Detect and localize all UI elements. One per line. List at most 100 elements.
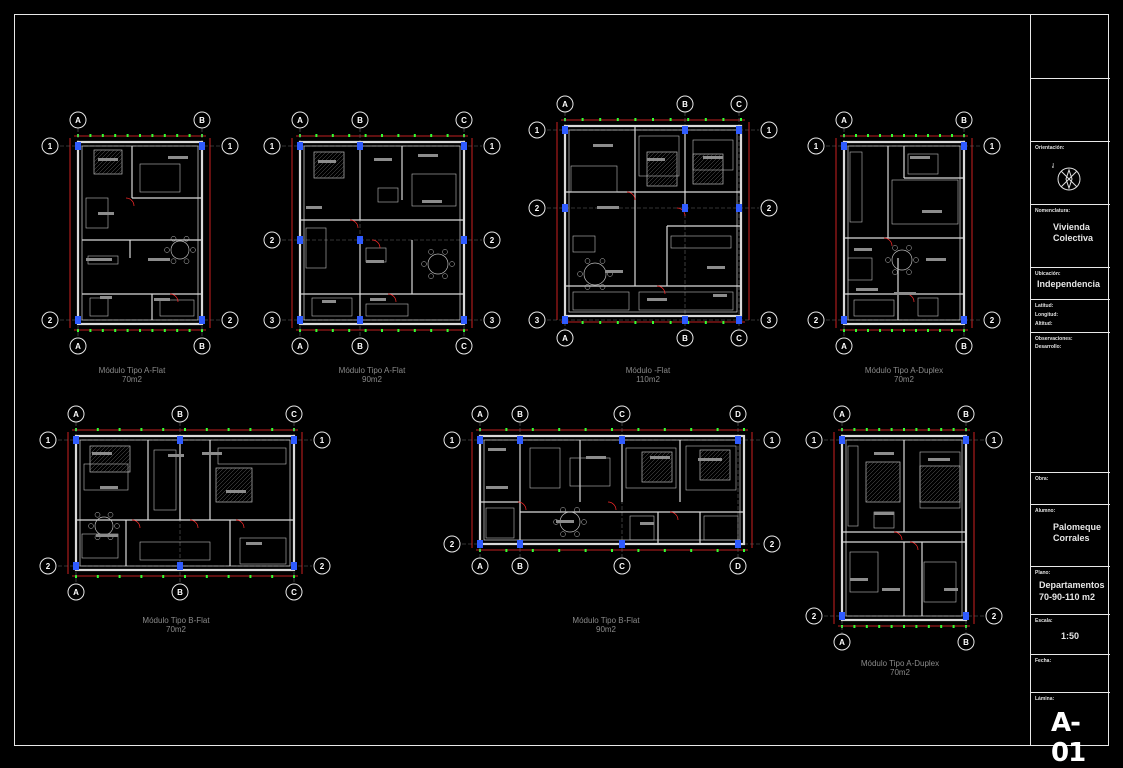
grid-bubble-label: 2 [535, 204, 540, 213]
furniture [703, 515, 739, 541]
dimension-tick [867, 329, 869, 332]
bed [865, 461, 901, 503]
grid-bubble: A [833, 405, 851, 423]
dimension-tick [162, 575, 165, 578]
plan-caption-title: Módulo Tipo A-Duplex [864, 366, 944, 375]
dimension-tick [704, 321, 707, 324]
door-swing [125, 197, 135, 207]
nomenclature-value-2: Colectiva [1053, 233, 1094, 243]
dimension-tick [89, 134, 92, 137]
grid-bubble-label: 1 [450, 436, 455, 445]
furniture [638, 291, 734, 311]
bed-hatch [699, 449, 709, 459]
dimension-tick [716, 549, 719, 552]
bed-hatch [215, 467, 233, 485]
grid-bubble-label: C [736, 334, 742, 343]
grid-bubble-label: A [73, 588, 79, 597]
structural-column [291, 436, 297, 444]
bed-hatch [646, 151, 668, 173]
furniture [311, 297, 353, 317]
dimension-tick [139, 329, 141, 332]
dimension-tick [96, 428, 99, 431]
grid-bubble: A [835, 111, 853, 129]
structural-column [562, 204, 568, 212]
room-label-mark [856, 288, 878, 291]
grid-bubble: 1 [985, 431, 1003, 449]
student-value-2: Corrales [1053, 533, 1090, 543]
bed-hatch [339, 173, 345, 179]
bed-hatch [865, 461, 871, 467]
room-label-mark [226, 490, 246, 493]
exterior-wall [840, 434, 968, 622]
furniture [692, 139, 734, 171]
bed-hatch [705, 455, 731, 481]
dimension-tick [879, 134, 881, 137]
dimension-tick [581, 118, 584, 121]
grid-bubble: C [285, 583, 303, 601]
grid-bubble-label: 1 [228, 142, 233, 151]
grid-bubble: D [729, 557, 747, 575]
door-swing [517, 501, 527, 511]
dimension-tick [381, 329, 383, 332]
dimension-tick [101, 134, 104, 137]
plan-caption-title: Módulo Tipo A-Flat [98, 366, 166, 375]
plan-caption-area: 90m2 [361, 375, 383, 384]
bed-hatch [313, 151, 319, 157]
plan-caption-area: 70m2 [165, 625, 187, 634]
bed [641, 451, 673, 483]
grid-bubble: 2 [807, 311, 825, 329]
dimension-tick [669, 321, 672, 324]
orientation-label: Orientación: [1035, 145, 1065, 151]
dimension-tick [531, 549, 534, 552]
grid-bubble-label: D [735, 410, 741, 419]
grid-bubble: 1 [805, 431, 823, 449]
furniture [629, 515, 655, 541]
dining-chair [599, 258, 606, 264]
room-label-mark [154, 298, 170, 301]
structural-column [619, 540, 625, 548]
grid-bubble: 1 [313, 431, 331, 449]
bed-hatch [646, 153, 678, 185]
dining-chair [913, 257, 919, 263]
plan-caption-title: Módulo -Flat [625, 366, 671, 375]
bed-hatch [919, 465, 925, 471]
dimension-tick [249, 428, 252, 431]
structural-column [619, 436, 625, 444]
room-label-mark [98, 212, 114, 215]
bed-hatch [651, 461, 673, 483]
grid-bubble-label: A [477, 562, 483, 571]
bed-hatch [641, 451, 663, 473]
grid-bubble: A [556, 95, 574, 113]
dimension-tick [299, 329, 301, 332]
dimension-tick [652, 321, 654, 324]
furniture [847, 445, 859, 527]
dimension-tick [915, 428, 918, 431]
dimension-tick [915, 625, 918, 628]
bed-hatch [109, 161, 123, 175]
bed [215, 467, 253, 503]
bed-hatch [331, 165, 345, 179]
grid-bubble-label: 1 [46, 436, 51, 445]
dining-chair [183, 258, 190, 265]
grid-bubble: A [471, 557, 489, 575]
room-label-mark [882, 588, 900, 591]
bed-hatch [655, 465, 673, 483]
plan-caption-title: Módulo Tipo B-Flat [572, 616, 640, 625]
dining-chair [442, 273, 448, 279]
dimension-tick [293, 575, 295, 578]
dimension-tick [89, 329, 92, 332]
door-swing [235, 519, 245, 529]
dining-chair [560, 531, 566, 537]
grid-bubble-label: 1 [990, 142, 995, 151]
dining-chair [88, 523, 94, 529]
furniture [569, 457, 611, 487]
grid-bubble: B [193, 111, 211, 129]
dimension-tick [163, 329, 166, 332]
dining-chair [190, 247, 196, 253]
bed-hatch [89, 445, 111, 467]
dimension-tick [663, 549, 666, 552]
dimension-tick [558, 428, 561, 431]
grid-bubble-label: A [73, 410, 79, 419]
bed-hatch [699, 449, 705, 455]
bed-hatch [119, 461, 131, 473]
